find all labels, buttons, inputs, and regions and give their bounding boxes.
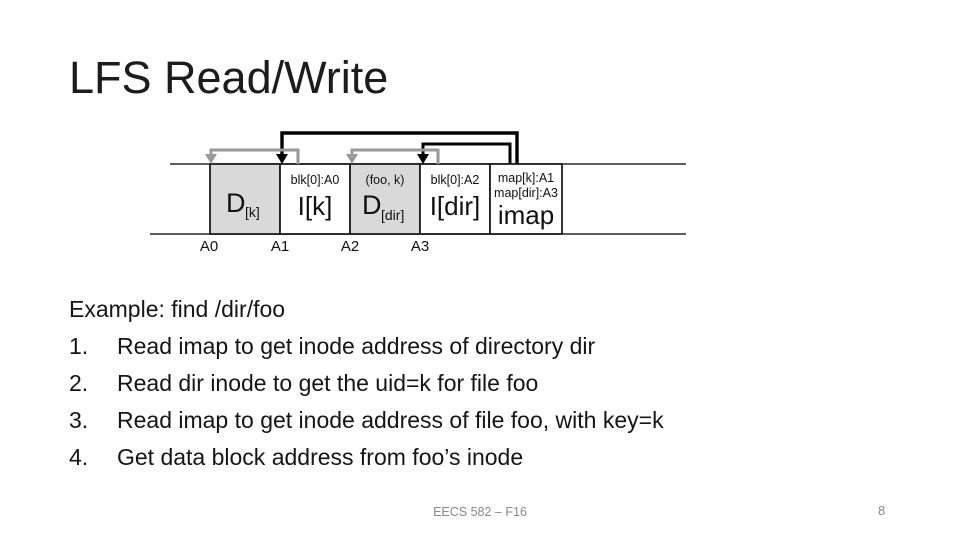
- list-item: 3. Read imap to get inode address of fil…: [69, 402, 664, 439]
- block-data-dir: [349, 163, 421, 235]
- block-imap: [489, 163, 563, 235]
- label-imap-main: imap: [498, 200, 554, 230]
- slide-title: LFS Read/Write: [69, 52, 389, 103]
- arrowhead-inode-k-to-data-k: [205, 154, 217, 164]
- list-item: 4. Get data block address from foo’s ino…: [69, 439, 664, 476]
- label-data-dir-note: (foo, k): [366, 173, 405, 187]
- list-item: 2. Read dir inode to get the uid=k for f…: [69, 365, 664, 402]
- step-text: Read dir inode to get the uid=k for file…: [117, 370, 539, 396]
- address-label-a1: A1: [271, 238, 289, 255]
- address-label-a2: A2: [341, 238, 359, 255]
- step-text: Read imap to get inode address of file f…: [117, 407, 664, 433]
- address-label-a3: A3: [411, 238, 429, 255]
- arrow-imap-to-inode-dir: [421, 142, 512, 164]
- label-data-k-sub: [k]: [245, 204, 260, 220]
- label-inode-dir-main: I[dir]: [430, 191, 481, 221]
- arrow-imap-to-inode-k: [280, 131, 519, 164]
- label-data-k-main: D: [226, 188, 246, 218]
- label-inode-k-note: blk[0]:A0: [291, 173, 340, 187]
- page-number: 8: [878, 503, 886, 518]
- example-list: Example: find /dir/foo 1. Read imap to g…: [69, 291, 664, 476]
- lfs-log-diagram: D [k] blk[0]:A0 I[k] (foo, k) D [dir] bl…: [150, 131, 686, 255]
- label-inode-k-main: I[k]: [298, 191, 333, 221]
- step-number: 4.: [69, 444, 89, 470]
- block-inode-dir: [419, 163, 491, 235]
- footer-course: EECS 582 – F16: [433, 505, 527, 519]
- step-number: 3.: [69, 407, 89, 433]
- step-number: 1.: [69, 333, 89, 359]
- arrowhead-imap-to-inode-k: [276, 154, 288, 164]
- step-number: 2.: [69, 370, 89, 396]
- label-imap-note2: map[dir]:A3: [494, 186, 558, 200]
- label-inode-dir-note: blk[0]:A2: [431, 173, 480, 187]
- arrow-inode-dir-to-data-dir: [350, 148, 440, 164]
- step-text: Read imap to get inode address of direct…: [117, 333, 596, 359]
- label-data-dir-sub: [dir]: [381, 207, 404, 223]
- example-intro: Example: find /dir/foo: [69, 296, 286, 322]
- label-data-dir-main: D: [362, 190, 382, 220]
- step-text: Get data block address from foo’s inode: [117, 444, 524, 470]
- list-item: 1. Read imap to get inode address of dir…: [69, 328, 664, 365]
- arrowhead-imap-to-inode-dir: [417, 154, 429, 164]
- address-label-a0: A0: [200, 238, 218, 255]
- arrowhead-inode-dir-to-data-dir: [346, 154, 358, 164]
- arrow-inode-k-to-data-k: [209, 148, 300, 164]
- block-inode-k: [279, 163, 351, 235]
- label-imap-note1: map[k]:A1: [498, 171, 554, 185]
